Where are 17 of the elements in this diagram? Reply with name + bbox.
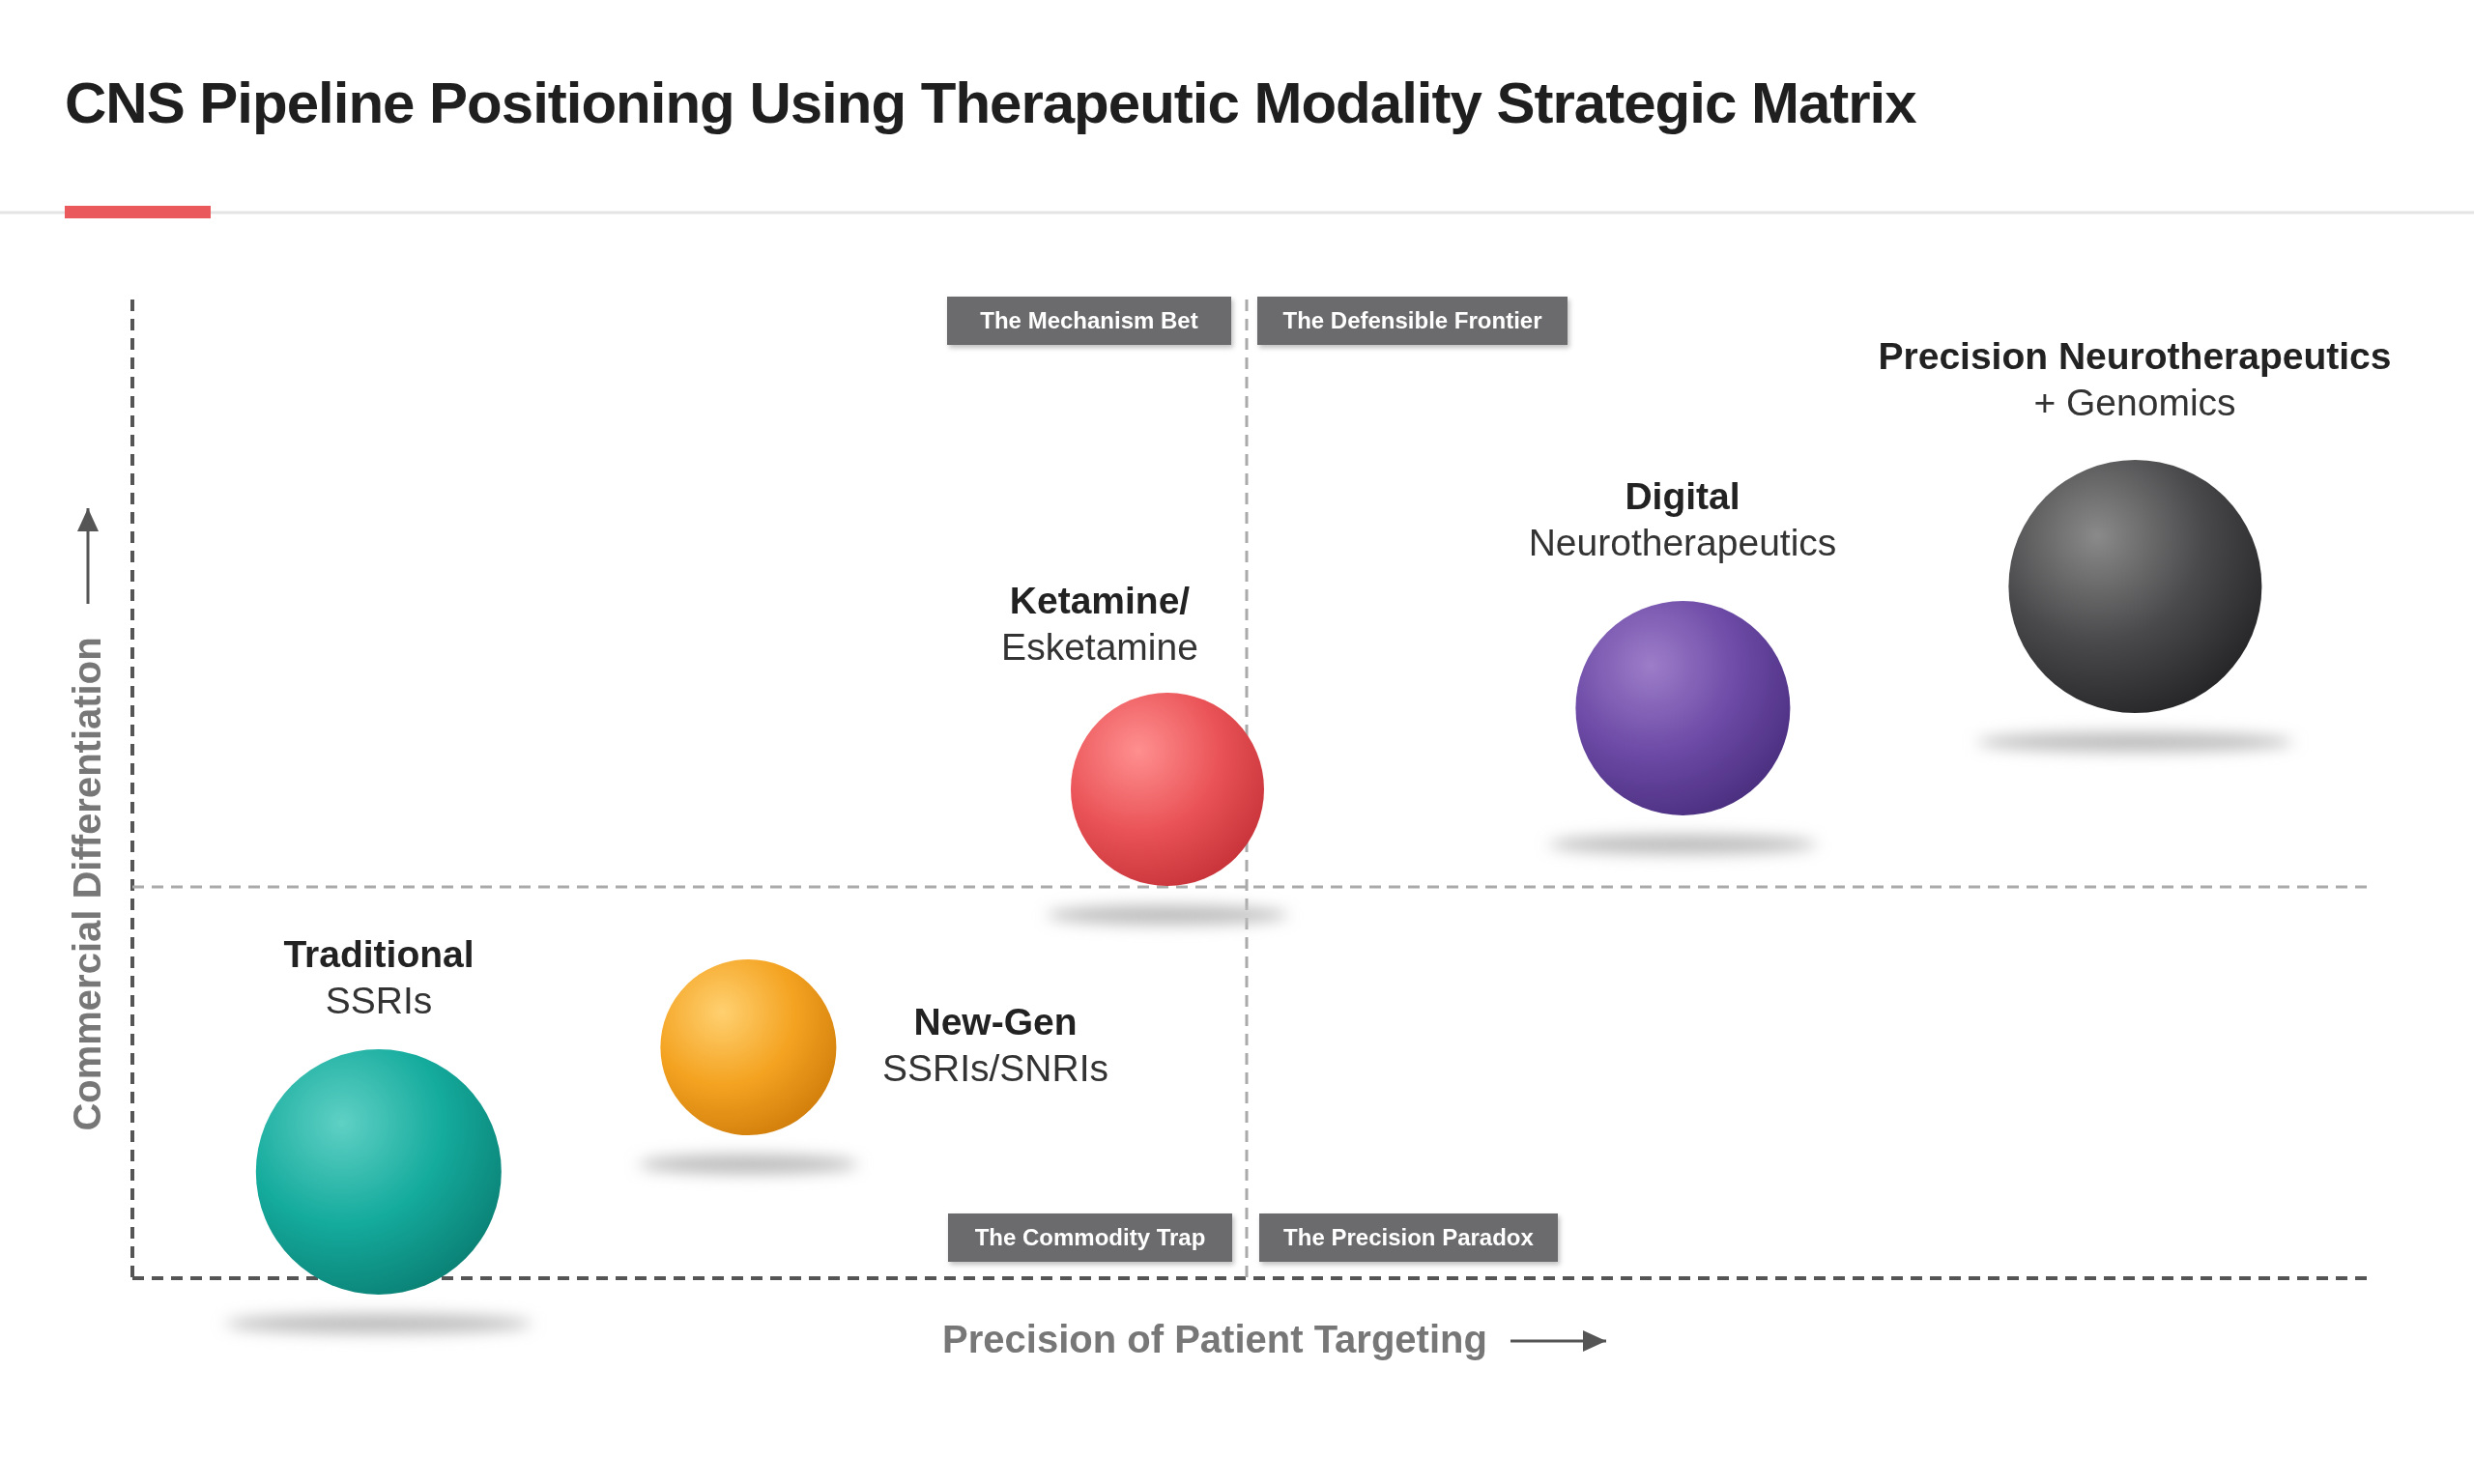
bubble-subtitle: Neurotherapeutics <box>1528 521 1837 565</box>
bubble-heading: Digital <box>1625 474 1740 519</box>
quadrant-label: The Precision Paradox <box>1259 1213 1558 1262</box>
axis-title: Commercial Differentiation <box>65 637 109 1131</box>
axis-title: Precision of Patient Targeting <box>942 1317 1487 1361</box>
bubble-subtitle: Esketamine <box>1001 625 1198 670</box>
bubble-heading: Ketamine/ <box>1009 579 1191 623</box>
bubble-subtitle: + Genomics <box>2033 381 2236 425</box>
title: CNS Pipeline Positioning Using Therapeutic Modality Strategic Matrix <box>65 70 1916 136</box>
quadrant-label: The Mechanism Bet <box>947 297 1231 345</box>
bubble-heading: Precision Neurotherapeutics <box>1878 334 2392 379</box>
bubble-heading: New-Gen <box>913 1000 1078 1044</box>
quadrant-label: The Commodity Trap <box>948 1213 1232 1262</box>
bubble-subtitle: SSRIs <box>325 979 433 1023</box>
bubble-heading: Traditional <box>283 932 475 977</box>
bubble-subtitle: SSRIs/SNRIs <box>881 1046 1108 1091</box>
quadrant-label: The Defensible Frontier <box>1257 297 1568 345</box>
